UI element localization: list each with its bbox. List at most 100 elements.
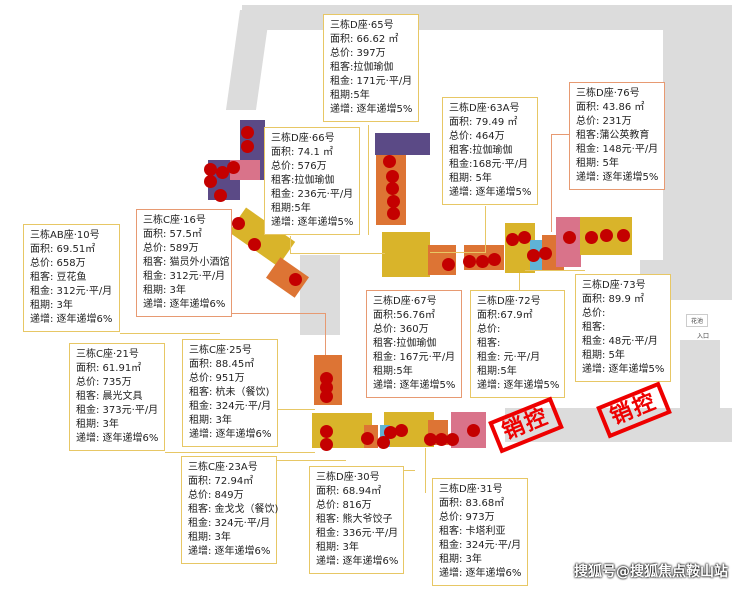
unit-rent: 租金: 312元·平/月: [30, 286, 113, 297]
unit-tenant: 租客:蒲公英教育: [576, 130, 650, 141]
unit-title: 三栋C座·21号: [76, 349, 139, 360]
unit-title: 三栋C座·16号: [143, 215, 206, 226]
unit-tenant: 租客: 杭未（餐饮): [189, 387, 270, 398]
unit-term: 租期: 3年: [188, 532, 231, 543]
unit-rent: 租金: 148元·平/月: [576, 144, 659, 155]
unit-tenant: 租客: 金戈戈（餐饮): [188, 504, 279, 515]
unit-tenant: 租客: 豆花鱼: [30, 272, 87, 283]
unit-price: 总价: 735万: [76, 377, 132, 388]
leader-line: [368, 125, 369, 235]
unit-rent: 租金: 324元·平/月: [189, 401, 272, 412]
unit-tenant: 租客:拉伽瑜伽: [271, 175, 335, 186]
unit-tenant: 租客: 熊大爷饺子: [316, 514, 393, 525]
unit-area: 面积: 72.94㎡: [188, 476, 254, 487]
leader-line: [290, 253, 385, 254]
sold-stamp-72: 销控: [488, 396, 564, 454]
entrance-label: 入口: [697, 333, 710, 340]
unit-increase: 递增: 逐年递增6%: [316, 556, 399, 567]
unit-term: 租期: 3年: [189, 415, 232, 426]
unit-term: 租期:5年: [330, 90, 370, 101]
unit-price: 总价: 589万: [143, 243, 199, 254]
unit-term: 租期: 3年: [30, 300, 73, 311]
unit-increase: 递增: 逐年递增5%: [449, 187, 532, 198]
unit-increase: 递增: 逐年递增5%: [576, 172, 659, 183]
unit-price: 总价:: [477, 324, 501, 335]
unit-term: 租期: 5年: [576, 158, 619, 169]
unit-area: 面积: 69.51㎡: [30, 244, 96, 255]
unit-tenant: 租客:: [582, 322, 606, 333]
unit-term: 租期: 3年: [439, 554, 482, 565]
unit-price: 总价: 397万: [330, 48, 386, 59]
leader-line: [525, 270, 585, 278]
leader-line: [165, 452, 315, 453]
unit-term: 租期:5年: [477, 366, 517, 377]
unit-rent: 租金: 324元·平/月: [188, 518, 271, 529]
unit-tenant: 租客: 猫员外小酒馆: [143, 257, 230, 268]
garden-label: 花池: [686, 314, 709, 327]
unit-price: 总价: 973万: [439, 512, 495, 523]
unit-area: 面积: 61.91㎡: [76, 363, 142, 374]
unit-rent: 租金: 元·平/月: [477, 352, 541, 363]
unit-rent: 租金: 312元·平/月: [143, 271, 226, 282]
unit-title: 三栋D座·73号: [582, 280, 646, 291]
leader-line: [551, 134, 569, 232]
unit-title: 三栋D座·30号: [316, 472, 380, 483]
unit-tenant: 租客:拉伽瑜伽: [373, 338, 437, 349]
unit-price: 总价: 849万: [188, 490, 244, 501]
unit-price: 总价:: [582, 308, 606, 319]
unit-area: 面积: 89.9 ㎡: [582, 294, 644, 305]
unit-area: 面积: 68.94㎡: [316, 486, 382, 497]
leader-line: [290, 236, 291, 254]
unit-term: 租期: 3年: [76, 419, 119, 430]
leader-line: [425, 448, 426, 493]
unit-area: 面积: 83.68㎡: [439, 498, 505, 509]
unit-title: 三栋D座·63A号: [449, 103, 520, 114]
unit-title: 三栋D座·72号: [477, 296, 541, 307]
unit-increase: 递增: 逐年递增5%: [582, 364, 665, 375]
unit-increase: 递增: 逐年递增5%: [477, 380, 560, 391]
unit-term: 租期: 3年: [143, 285, 186, 296]
unit-area: 面积: 74.1 ㎡: [271, 147, 333, 158]
unit-term: 租期: 3年: [316, 542, 359, 553]
unit-increase: 递增: 逐年递增6%: [143, 299, 226, 310]
unit-rent: 租金: 236元·平/月: [271, 189, 354, 200]
leader-line: [519, 273, 520, 290]
watermark: 搜狐号@搜狐焦点鞍山站: [574, 564, 728, 580]
unit-price: 总价: 816万: [316, 500, 372, 511]
unit-term: 租期:5年: [373, 366, 413, 377]
unit-area: 面积: 43.86 ㎡: [576, 102, 645, 113]
unit-area: 面积: 79.49 ㎡: [449, 117, 518, 128]
unit-area: 面积: 66.62 ㎡: [330, 34, 399, 45]
unit-area: 面积:67.9㎡: [477, 310, 533, 321]
unit-rent: 租金: 324元·平/月: [439, 540, 522, 551]
unit-rent: 租金:168元·平/月: [449, 159, 529, 170]
unit-title: 三栋D座·66号: [271, 133, 335, 144]
unit-price: 总价: 464万: [449, 131, 505, 142]
unit-tenant: 租客: 卡塔利亚: [439, 526, 506, 537]
unit-increase: 递增: 逐年递增6%: [30, 314, 113, 325]
unit-title: 三栋D座·76号: [576, 88, 640, 99]
unit-increase: 递增: 逐年递增6%: [188, 546, 271, 557]
unit-price: 总价: 951万: [189, 373, 245, 384]
leader-line: [404, 470, 415, 471]
unit-increase: 递增: 逐年递增6%: [76, 433, 159, 444]
unit-price: 总价: 231万: [576, 116, 632, 127]
unit-title: 三栋AB座·10号: [30, 230, 100, 241]
unit-rent: 租金: 373元·平/月: [76, 405, 159, 416]
unit-increase: 递增: 逐年递增6%: [439, 568, 522, 579]
unit-area: 面积: 88.45㎡: [189, 359, 255, 370]
unit-title: 三栋C座·23A号: [188, 462, 258, 473]
unit-price: 总价: 360万: [373, 324, 429, 335]
leader-line: [232, 313, 326, 355]
unit-title: 三栋D座·65号: [330, 20, 394, 31]
